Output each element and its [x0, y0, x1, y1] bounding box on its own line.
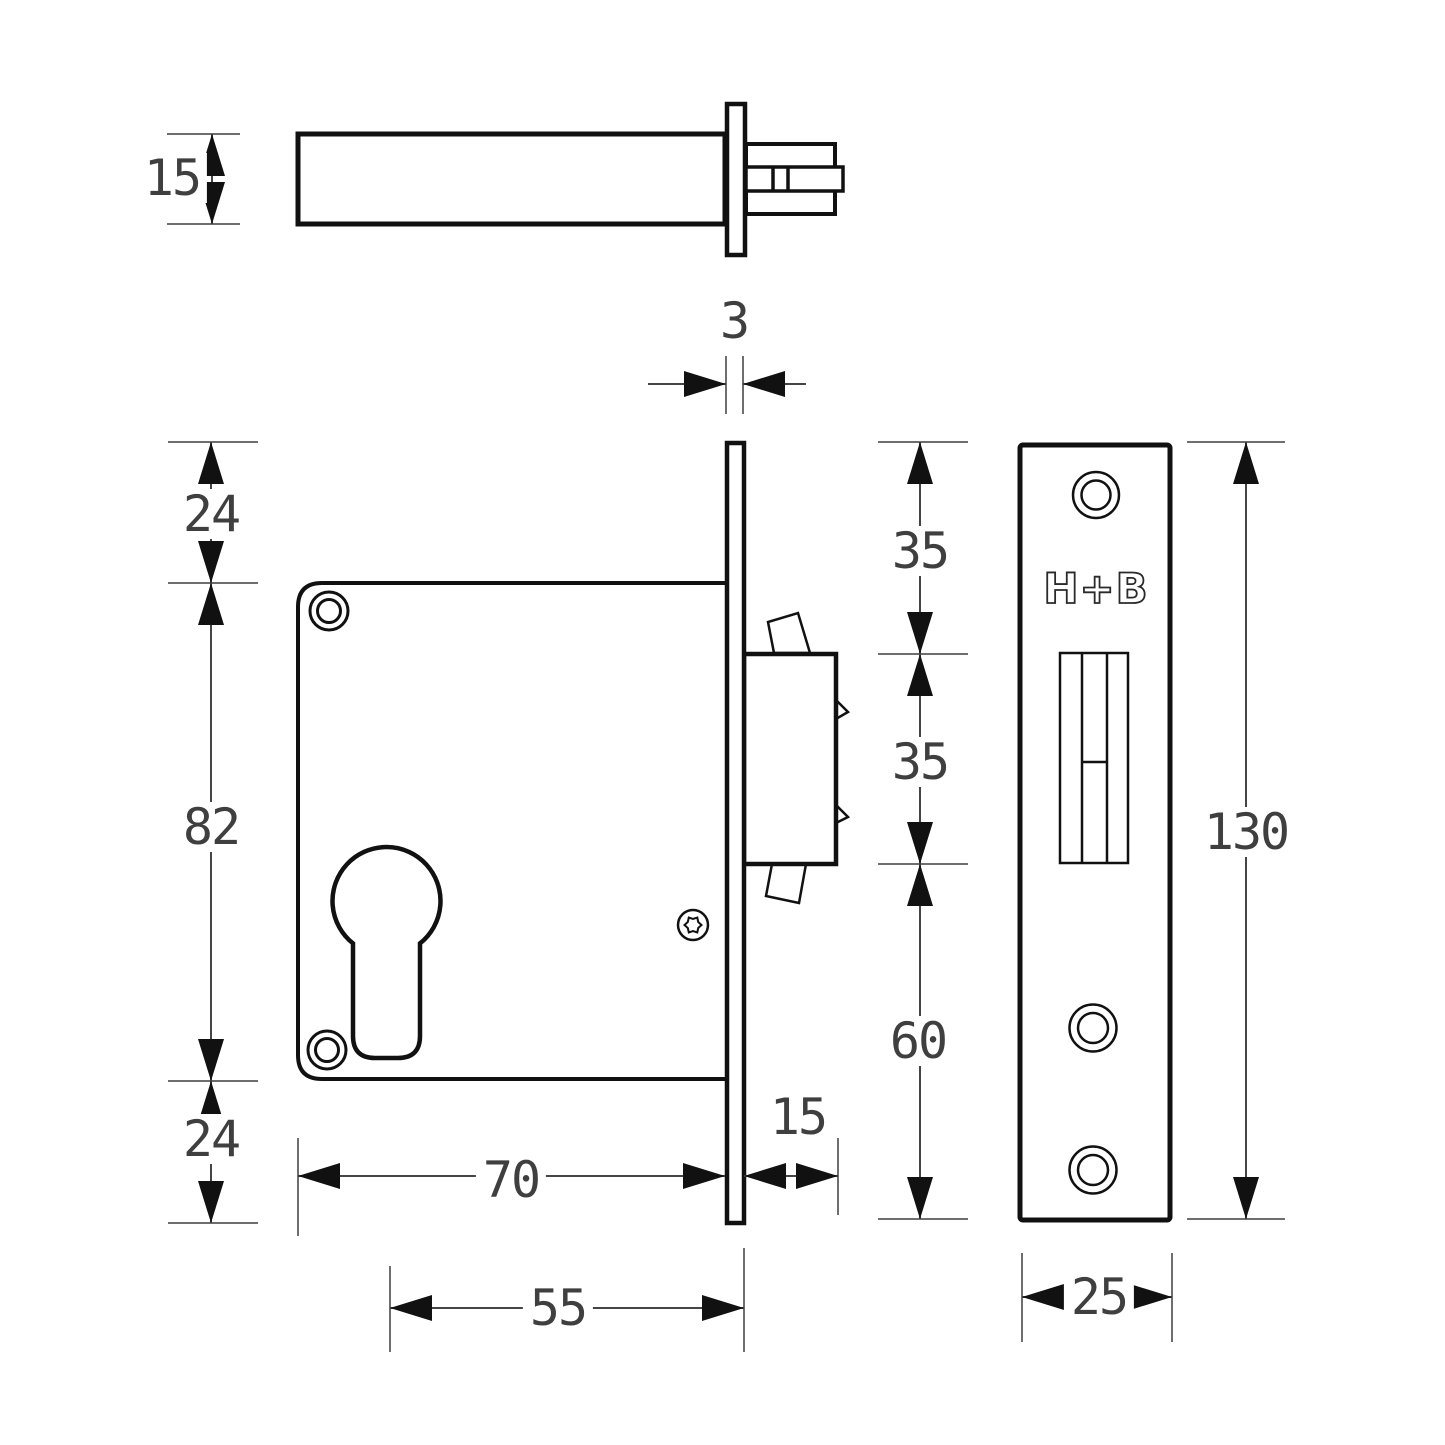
arrow-35t-up — [907, 442, 933, 484]
arrow-130-down — [1233, 1177, 1259, 1219]
dim-label-faceplate-thickness: 3 — [712, 296, 756, 346]
arrow-3-right — [743, 371, 785, 397]
dim-label-bottom-margin: 24 — [175, 1114, 247, 1164]
plate-screw-bottom-inner — [1076, 1153, 1110, 1187]
hook-tip-upper — [766, 611, 812, 655]
dim-label-hook-protrusion: 15 — [762, 1092, 834, 1142]
arrow-35m-up — [907, 654, 933, 696]
front-view-bolt-housing — [741, 651, 839, 867]
arrowheads — [198, 134, 1259, 1321]
arrow-55-right — [702, 1295, 744, 1321]
arrow-82-up — [198, 583, 224, 625]
arrow-70-left — [298, 1163, 340, 1189]
torx-screw-recess — [683, 916, 703, 934]
dim-label-case-thickness: 15 — [136, 153, 208, 203]
arrow-3-left — [684, 371, 726, 397]
plate-screw-top-inner — [1080, 479, 1112, 511]
arrow-35t-down — [907, 612, 933, 654]
dim-label-top-margin: 24 — [175, 489, 247, 539]
case-screw-hole-top-inner — [316, 598, 342, 624]
arrow-25-right — [1130, 1284, 1172, 1310]
dim-label-faceplate-length: 130 — [1196, 807, 1296, 857]
top-view-bolt-tongue — [744, 165, 845, 193]
dim-label-backset: 55 — [522, 1283, 594, 1333]
euro-cylinder-cutout — [330, 844, 443, 1061]
front-view-faceplate — [724, 440, 747, 1226]
dim-label-faceplate-width: 25 — [1063, 1272, 1135, 1322]
plate-bolt-opening — [1058, 651, 1130, 865]
top-view — [295, 101, 845, 258]
brand-logo: H+B — [1043, 564, 1148, 613]
arrow-15-right — [796, 1163, 838, 1189]
dim-label-case-depth: 70 — [475, 1155, 547, 1205]
dim-label-hook-opening-height: 35 — [884, 737, 956, 787]
top-view-case-body — [295, 131, 728, 227]
arrow-60-down — [907, 1177, 933, 1219]
arrow-15-left — [744, 1163, 786, 1189]
arrow-24b-up — [198, 1081, 224, 1123]
arrow-24b-down — [198, 1181, 224, 1223]
dim-label-lower-section: 60 — [882, 1016, 954, 1066]
arrow-25-left — [1022, 1284, 1064, 1310]
top-view-faceplate — [724, 101, 748, 258]
arrow-130-up — [1233, 442, 1259, 484]
arrow-70-right — [683, 1163, 725, 1189]
arrow-24t-down — [198, 541, 224, 583]
arrow-35m-down — [907, 822, 933, 864]
arrow-60-up — [907, 864, 933, 906]
dim-label-case-height: 82 — [175, 802, 247, 852]
plate-screw-middle-inner — [1076, 1011, 1110, 1045]
arrow-24t-up — [198, 442, 224, 484]
faceplate-view: H+B — [1017, 442, 1173, 1223]
front-view — [296, 440, 851, 1226]
dim-label-hook-top-offset: 35 — [884, 526, 956, 576]
case-screw-hole-bottom-inner — [314, 1037, 340, 1063]
hook-tip-lower — [764, 862, 808, 905]
arrow-55-left — [390, 1295, 432, 1321]
arrow-82-down — [198, 1039, 224, 1081]
